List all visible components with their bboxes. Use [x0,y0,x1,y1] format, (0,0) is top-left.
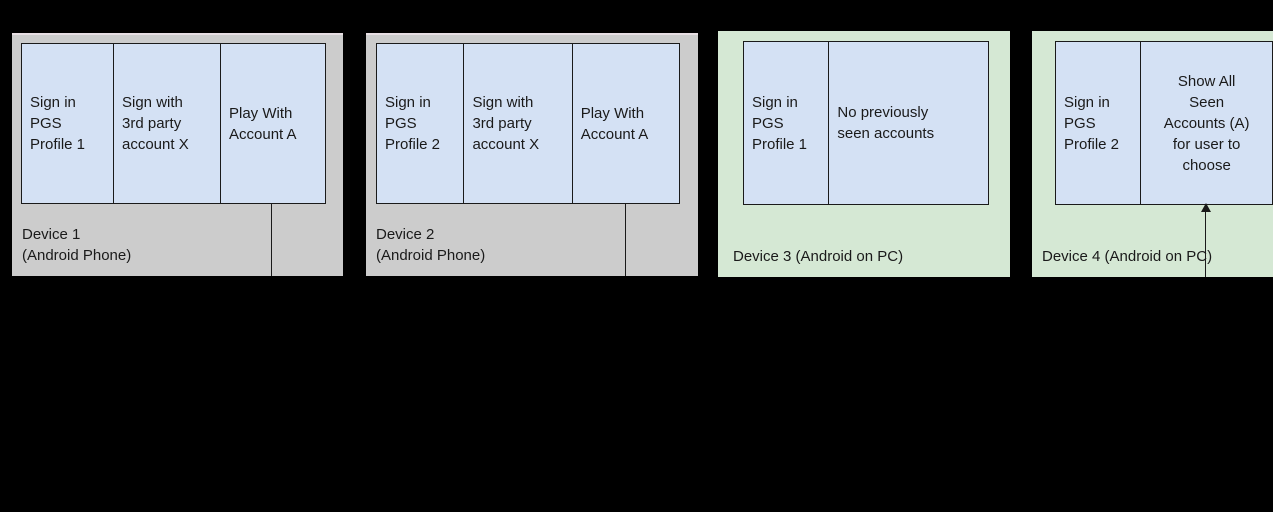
device-2-cell-3[interactable]: Play With Account A [572,44,679,203]
device-2-cell-1[interactable]: Sign in PGS Profile 2 [377,44,465,203]
device-4-cell-1[interactable]: Sign in PGS Profile 2 [1056,42,1142,204]
device-3-cell-1[interactable]: Sign in PGS Profile 1 [744,42,830,204]
device-2-screen: Sign in PGS Profile 2 Sign with 3rd part… [376,43,680,204]
device-4-screen: Sign in PGS Profile 2 Show All Seen Acco… [1055,41,1273,205]
device-2-caption: Device 2 (Android Phone) [376,226,486,264]
device-3-caption: Device 3 (Android on PC) [733,248,904,265]
device-3-cell-2[interactable]: No previously seen accounts [829,42,988,204]
device-1-screen: Sign in PGS Profile 1 Sign with 3rd part… [21,43,326,204]
device-2-footer-divider [625,203,626,276]
upward-arrow-shaft [1205,210,1206,277]
device-1-cell-2[interactable]: Sign with 3rd party account X [114,44,221,203]
panel-top-hairline [366,33,698,35]
device-1-cell-3[interactable]: Play With Account A [221,44,325,203]
device-1-cell-1[interactable]: Sign in PGS Profile 1 [22,44,114,203]
upward-arrow-head [1201,203,1211,212]
device-4-cell-2[interactable]: Show All Seen Accounts (A) for user to c… [1141,42,1272,204]
device-4-caption: Device 4 (Android on PC) [1042,248,1213,265]
device-1-footer-divider [271,203,272,276]
device-2-cell-2[interactable]: Sign with 3rd party account X [464,44,573,203]
device-3-screen: Sign in PGS Profile 1 No previously seen… [743,41,989,205]
panel-top-hairline [12,33,343,35]
device-1-caption: Device 1 (Android Phone) [22,226,132,264]
